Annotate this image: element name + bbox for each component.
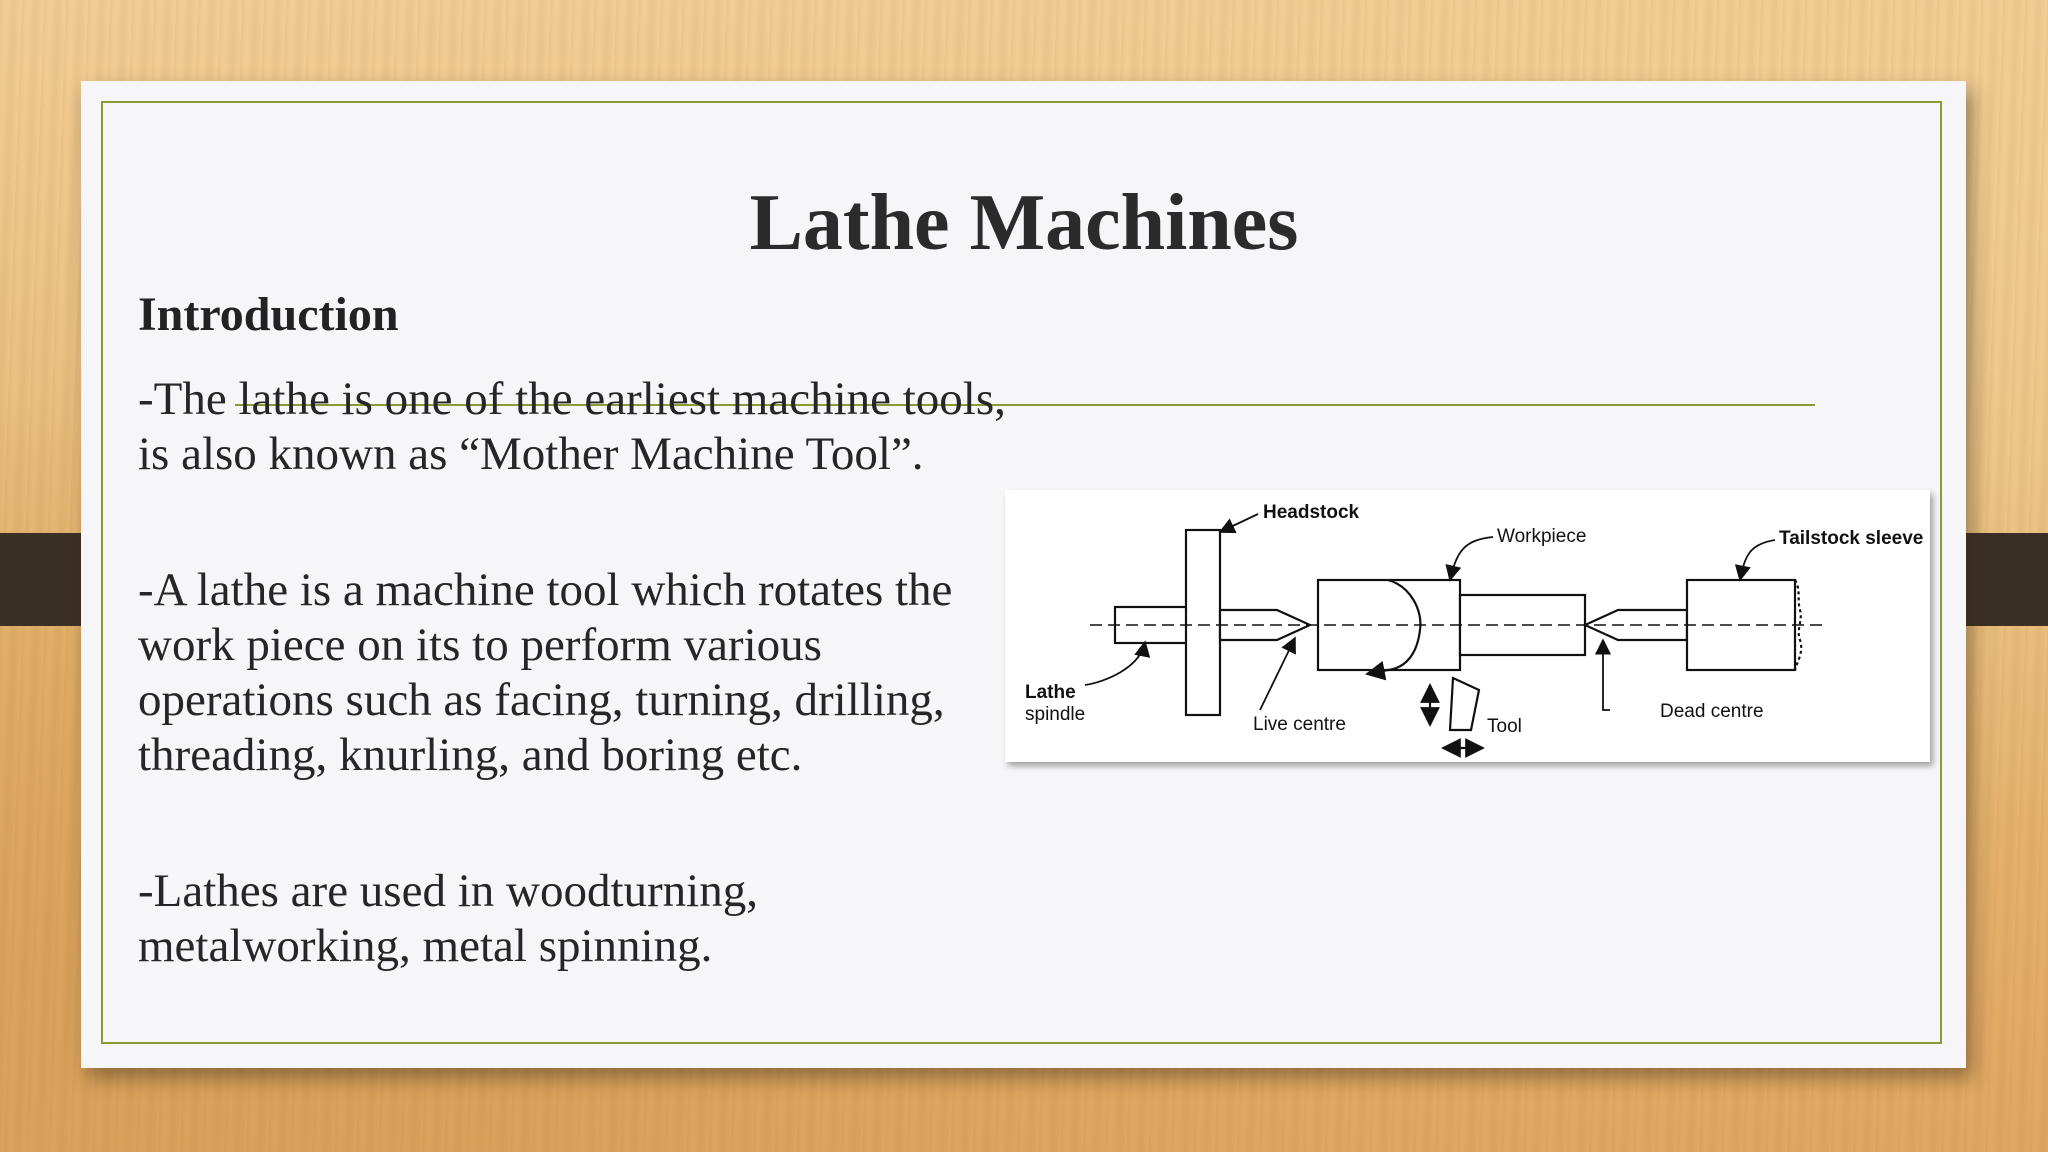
label-lathe: Lathe xyxy=(1025,682,1076,703)
slide-title: Lathe Machines xyxy=(749,179,1299,267)
dead-centre-leader xyxy=(1594,638,1612,711)
live-centre-leader xyxy=(1259,636,1296,711)
title-underline-rule xyxy=(235,404,1815,406)
label-tailstock-sleeve: Tailstock sleeve xyxy=(1779,528,1923,549)
label-dead-centre: Dead centre xyxy=(1660,701,1764,722)
headstock-leader xyxy=(1218,513,1259,534)
headstock-plate xyxy=(1184,528,1222,717)
label-spindle: spindle xyxy=(1025,704,1085,725)
slide-inner-border xyxy=(101,101,1942,1044)
paragraph-lathe-definition: -A lathe is a machine tool which rotates… xyxy=(138,564,953,781)
lathe-spindle-leader xyxy=(1084,640,1151,686)
lathe-diagram: Headstock Workpiece Tailstock sleeve Lat… xyxy=(1005,490,1930,762)
paragraph-earliest-machine: -The lathe is one of the earliest machin… xyxy=(138,373,1006,480)
rotation-arc xyxy=(1387,578,1422,672)
label-tool: Tool xyxy=(1487,716,1522,737)
rotation-arrow xyxy=(1365,660,1389,681)
tailstock-leader xyxy=(1734,539,1776,582)
label-headstock: Headstock xyxy=(1263,502,1360,523)
section-subheading: Introduction xyxy=(138,288,399,341)
live-centre-shape xyxy=(1218,608,1313,642)
label-live-centre: Live centre xyxy=(1253,714,1346,735)
workpiece-leader xyxy=(1445,536,1494,582)
paragraph-lathe-uses: -Lathes are used in woodturning, metalwo… xyxy=(138,865,758,972)
cutting-tool-shape xyxy=(1448,676,1481,732)
lathe-diagram-svg: Headstock Workpiece Tailstock sleeve Lat… xyxy=(1025,502,1923,758)
label-workpiece: Workpiece xyxy=(1497,526,1586,547)
